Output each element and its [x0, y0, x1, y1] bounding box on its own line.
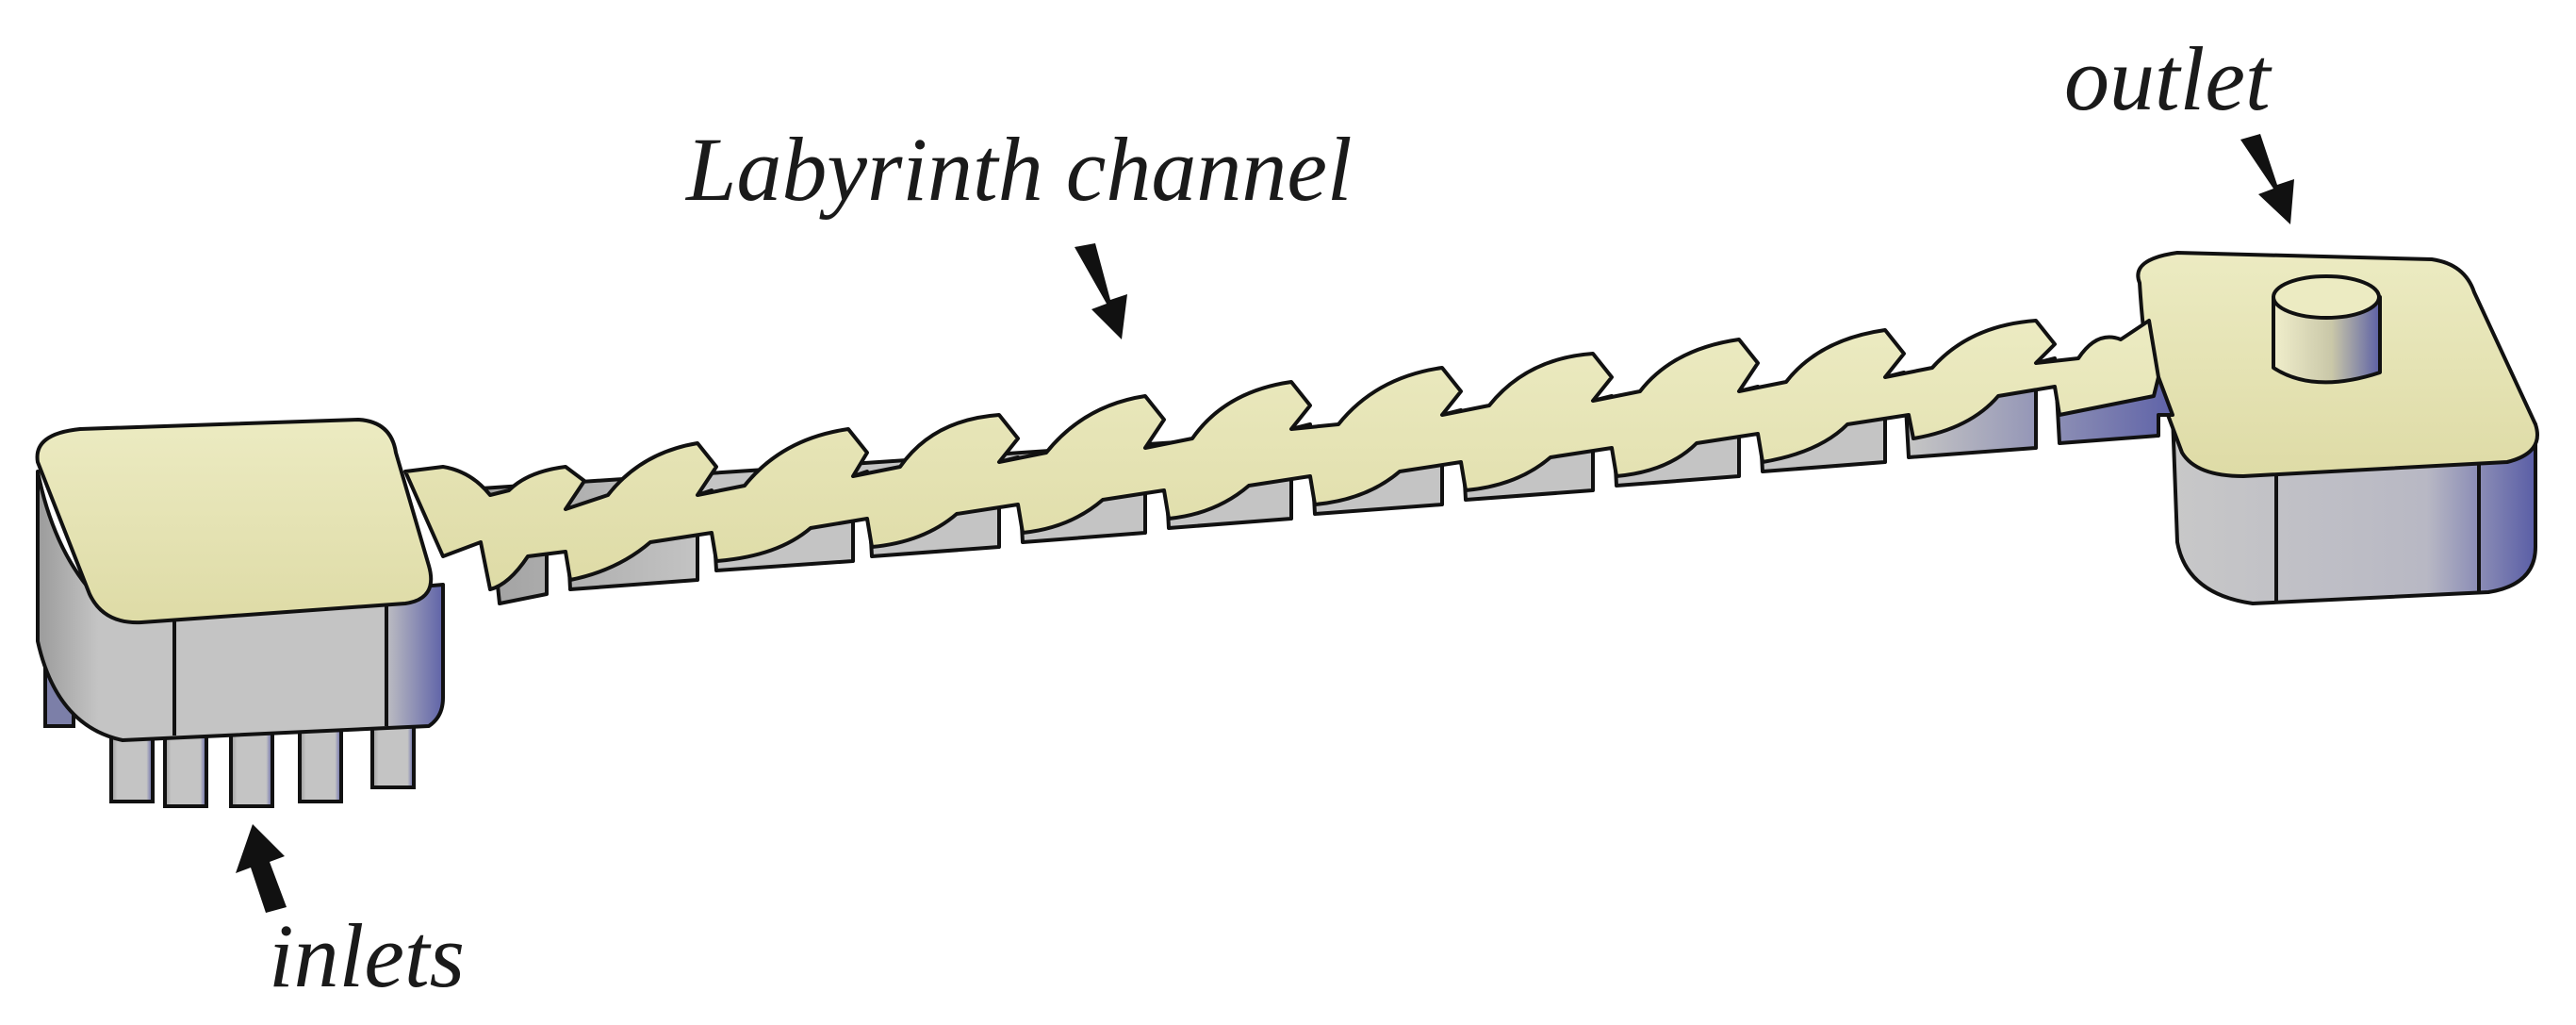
channel-label: Labyrinth channel: [686, 119, 1353, 220]
inlets-label: inlets: [269, 905, 465, 1006]
outlet-block: [2136, 251, 2539, 605]
inlet-block: [35, 418, 445, 742]
outlet-label: outlet: [2064, 28, 2271, 129]
labyrinth-channel: [403, 319, 2174, 605]
arrow-down-icon: [2240, 134, 2294, 224]
arrow-down-icon: [1075, 243, 1127, 339]
arrow-up-icon: [236, 824, 287, 913]
